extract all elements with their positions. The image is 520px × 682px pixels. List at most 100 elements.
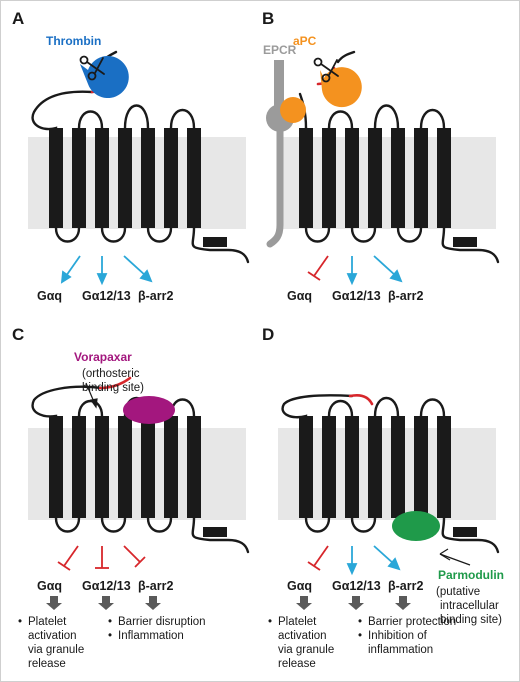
scissors-icon bbox=[79, 55, 105, 81]
g-label-barr2: β-arr2 bbox=[138, 579, 173, 593]
bullet: • bbox=[18, 616, 22, 628]
g-label-barr2: β-arr2 bbox=[388, 289, 423, 303]
epcr-label: EPCR bbox=[263, 43, 297, 57]
panel-a: A Thrombin Gαq Gα12/13 β-arr2 bbox=[12, 9, 250, 303]
g-label-gaq: Gαq bbox=[287, 289, 312, 303]
bullet: • bbox=[358, 616, 362, 628]
helix-5 bbox=[141, 416, 155, 518]
site-label-line1: (putative bbox=[436, 586, 480, 598]
helix-5 bbox=[391, 128, 405, 228]
g-label-g1213: Gα12/13 bbox=[332, 289, 381, 303]
tether-ligand bbox=[348, 393, 374, 406]
g-label-gaq: Gαq bbox=[37, 579, 62, 593]
pointer-arrow bbox=[85, 382, 98, 409]
receptor-backbone bbox=[31, 385, 250, 554]
receptor-backbone bbox=[304, 104, 500, 264]
helix-4 bbox=[118, 416, 132, 518]
outcome-left-3: via granule bbox=[28, 644, 84, 656]
site-label-line2: intracellular bbox=[440, 600, 499, 612]
helix-5 bbox=[141, 128, 155, 228]
outcome-right-1: Barrier protection bbox=[368, 616, 456, 628]
outcome-left-1: Platelet bbox=[28, 616, 67, 628]
apc-domain bbox=[280, 97, 306, 123]
outcome-left-1: Platelet bbox=[278, 616, 317, 628]
tether-ligand bbox=[98, 376, 132, 390]
site-label-line3: binding site) bbox=[440, 614, 502, 626]
activation-arrows bbox=[346, 255, 403, 286]
outcome-arrows bbox=[46, 596, 161, 610]
thrombin-label: Thrombin bbox=[46, 34, 101, 48]
outcome-left-4: release bbox=[278, 658, 316, 670]
site-label-line1: (orthosteric bbox=[82, 368, 140, 380]
outcome-arrows bbox=[296, 596, 411, 610]
helix-8 bbox=[453, 237, 477, 247]
outcome-right-1: Barrier disruption bbox=[118, 616, 206, 628]
pointer-arrow bbox=[439, 548, 471, 566]
outcome-left-3: via granule bbox=[278, 644, 334, 656]
helix-1 bbox=[299, 128, 313, 228]
g-label-barr2: β-arr2 bbox=[388, 579, 423, 593]
parmodulin-label: Parmodulin bbox=[438, 568, 504, 582]
helix-7 bbox=[187, 128, 201, 228]
helix-1 bbox=[299, 416, 313, 518]
inhibition-arrows bbox=[307, 545, 329, 571]
helix-6 bbox=[414, 128, 428, 228]
helix-8 bbox=[453, 527, 477, 537]
g-label-gaq: Gαq bbox=[37, 289, 62, 303]
vorapaxar-shape bbox=[123, 396, 175, 424]
g-label-g1213: Gα12/13 bbox=[82, 579, 131, 593]
outcome-right-3: inflammation bbox=[368, 644, 433, 656]
receptor-backbone bbox=[281, 394, 500, 554]
helix-3 bbox=[95, 416, 109, 518]
membrane bbox=[28, 428, 246, 520]
helix-8 bbox=[203, 527, 227, 537]
helix-4 bbox=[368, 416, 382, 518]
site-label-line2: binding site) bbox=[82, 382, 144, 394]
helix-1 bbox=[49, 128, 63, 228]
helix-2 bbox=[322, 416, 336, 518]
panel-a-label: A bbox=[12, 9, 24, 28]
helix-4 bbox=[368, 128, 382, 228]
membrane bbox=[28, 137, 246, 229]
panel-d: D Parmodulin (putative intracellular bin… bbox=[262, 325, 504, 670]
panel-c-label: C bbox=[12, 325, 24, 344]
helix-8 bbox=[203, 237, 227, 247]
cleaved-n-terminus bbox=[336, 50, 356, 64]
bullet: • bbox=[108, 616, 112, 628]
outcome-left-2: activation bbox=[278, 630, 327, 642]
panel-b: B EPCR aPC Gα bbox=[262, 9, 500, 303]
helix-3 bbox=[95, 128, 109, 228]
helix-2 bbox=[322, 128, 336, 228]
bullet: • bbox=[108, 630, 112, 642]
helix-7 bbox=[437, 128, 451, 228]
helix-4 bbox=[118, 128, 132, 228]
activation-arrows bbox=[346, 545, 401, 576]
inhibition-arrows bbox=[307, 255, 329, 281]
outcome-right-2: Inhibition of bbox=[368, 630, 428, 642]
helix-6 bbox=[414, 416, 428, 518]
bullet: • bbox=[268, 616, 272, 628]
g-label-gaq: Gαq bbox=[287, 579, 312, 593]
helix-7 bbox=[187, 416, 201, 518]
outcome-left-2: activation bbox=[28, 630, 77, 642]
outcome-left-4: release bbox=[28, 658, 66, 670]
helix-3 bbox=[345, 416, 359, 518]
inhibition-arrows bbox=[57, 545, 146, 571]
scissors-icon bbox=[313, 57, 339, 83]
g-label-g1213: Gα12/13 bbox=[332, 579, 381, 593]
epcr-shape bbox=[266, 108, 284, 248]
helix-7 bbox=[437, 416, 451, 518]
outcome-right-2: Inflammation bbox=[118, 630, 184, 642]
g-label-barr2: β-arr2 bbox=[138, 289, 173, 303]
membrane bbox=[278, 428, 496, 520]
helix-3 bbox=[345, 128, 359, 228]
panel-d-label: D bbox=[262, 325, 274, 344]
helix-6 bbox=[164, 416, 178, 518]
bullet: • bbox=[358, 630, 362, 642]
parmodulin-shape bbox=[392, 511, 440, 541]
g-label-g1213: Gα12/13 bbox=[82, 289, 131, 303]
activation-arrows bbox=[60, 255, 153, 286]
helix-5 bbox=[391, 416, 405, 518]
